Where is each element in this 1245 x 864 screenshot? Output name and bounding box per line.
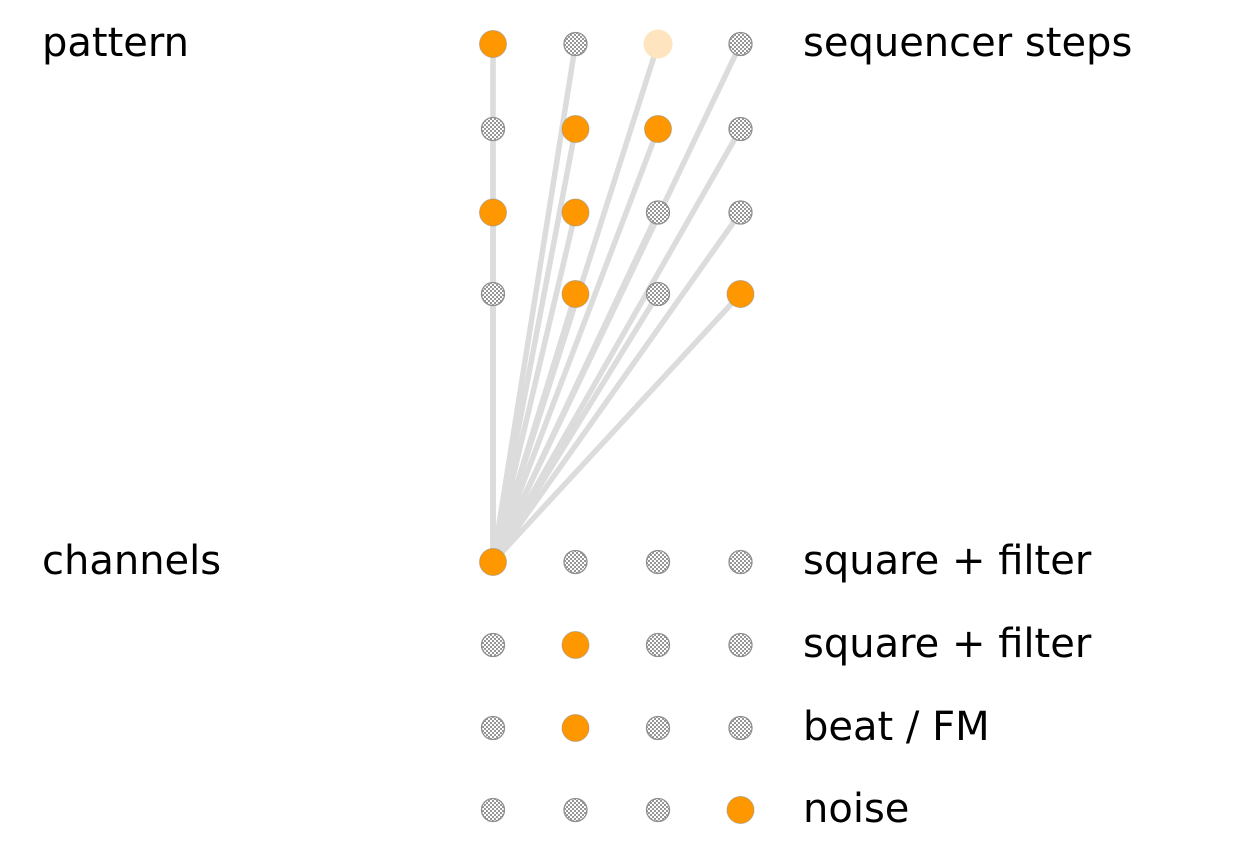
channel-step-dot-inactive — [480, 797, 506, 823]
pattern-step-dot-inactive — [645, 281, 671, 307]
pattern-step-dot-inactive — [728, 116, 753, 142]
channel-step-dot-inactive — [728, 549, 753, 575]
channel-step-dot-inactive — [480, 632, 506, 658]
pattern-step-dot-inactive — [480, 116, 506, 142]
pattern-step-dots — [479, 29, 755, 308]
channel-step-dot-inactive — [645, 632, 671, 658]
connection-line — [490, 128, 661, 563]
pattern-step-dot-active — [479, 198, 507, 227]
connection-line — [490, 128, 579, 563]
channel-step-dot-inactive — [728, 715, 753, 741]
channel-label-3: noise — [803, 786, 910, 833]
connection-line — [490, 292, 743, 564]
connection-line — [490, 292, 661, 564]
channel-label-0: square + filter — [803, 538, 1092, 585]
channel-step-dots — [479, 548, 755, 824]
sequencer-steps-label: sequencer steps — [803, 20, 1133, 67]
pattern-step-dot-active — [561, 115, 590, 143]
connection-line — [490, 210, 743, 564]
channel-step-dot-inactive — [645, 549, 671, 575]
connection-line — [490, 211, 579, 563]
channel-step-dot-inactive — [480, 715, 506, 741]
connection-lines — [490, 42, 743, 564]
connection-line — [490, 211, 661, 564]
pattern-step-dot-inactive — [480, 281, 506, 307]
channel-step-dot-inactive — [645, 797, 671, 823]
channel-step-dot-active — [479, 548, 507, 576]
channel-step-dot-inactive — [645, 715, 671, 741]
channel-label-2: beat / FM — [803, 704, 990, 751]
channel-step-dot-inactive — [563, 797, 588, 823]
channel-label-1: square + filter — [803, 621, 1092, 668]
pattern-step-dot-active — [561, 280, 590, 308]
pattern-step-dot-inactive — [645, 200, 671, 225]
pattern-step-dot-active — [561, 198, 590, 227]
pattern-step-dot-inactive — [728, 200, 753, 225]
channel-step-dot-inactive — [563, 549, 588, 575]
pattern-label: pattern — [42, 20, 189, 67]
pattern-step-dot-active — [479, 30, 507, 58]
pattern-step-dot-active — [726, 280, 755, 308]
connection-line — [490, 293, 579, 563]
channels-label: channels — [42, 538, 222, 585]
pattern-step-dot-inactive — [728, 31, 753, 57]
channel-step-dot-active — [561, 631, 590, 659]
pattern-step-dot-inactive — [563, 31, 588, 57]
channel-step-dot-inactive — [728, 632, 753, 658]
channel-step-dot-active — [561, 714, 590, 742]
pattern-step-dot-ghost — [643, 29, 673, 59]
channel-step-dot-active — [726, 796, 755, 824]
pattern-step-dot-active — [644, 115, 672, 143]
